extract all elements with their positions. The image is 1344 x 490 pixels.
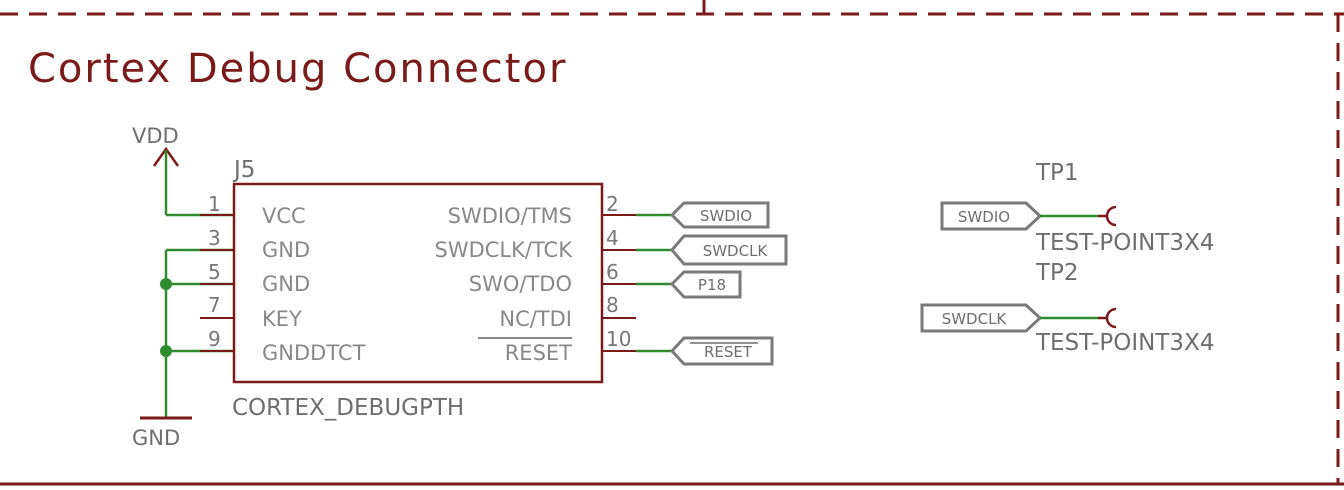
vdd-label: VDD <box>132 124 179 148</box>
pin-name: KEY <box>262 307 302 331</box>
test-point-tp2: TP2 SWDCLK TEST-POINT3X4 <box>920 260 1214 356</box>
pin-number: 8 <box>606 293 619 317</box>
pin-name: SWDCLK/TCK <box>434 238 573 262</box>
junction-dot <box>160 345 172 357</box>
part-ref: J5 <box>232 157 255 183</box>
pin-number: 10 <box>606 327 631 351</box>
signal-nets <box>636 213 672 353</box>
svg-text:RESET: RESET <box>704 343 753 361</box>
pin-name: VCC <box>262 204 306 228</box>
tp-net-label: SWDCLK <box>942 310 1008 328</box>
svg-text:SWDCLK: SWDCLK <box>703 242 769 260</box>
pin-name: GND <box>262 238 310 262</box>
sheet-title: Cortex Debug Connector <box>28 46 567 92</box>
pin-number: 9 <box>208 327 221 351</box>
pin-name: GNDDTCT <box>262 341 366 365</box>
tp-net-label: SWDIO <box>958 208 1010 226</box>
tp-value: TEST-POINT3X4 <box>1035 230 1214 256</box>
tp-ref: TP1 <box>1035 160 1079 186</box>
pin-name: RESET <box>505 341 572 365</box>
tp-ref: TP2 <box>1035 260 1079 286</box>
gnd-label: GND <box>132 426 180 450</box>
svg-text:P18: P18 <box>698 276 726 294</box>
pin-number: 7 <box>208 293 221 317</box>
pin-name: NC/TDI <box>499 307 572 331</box>
pin-number: 4 <box>606 226 619 250</box>
pin-number: 5 <box>208 260 221 284</box>
junction-dot <box>160 278 172 290</box>
svg-text:SWDIO: SWDIO <box>700 207 752 225</box>
pin-name: SWO/TDO <box>469 272 572 296</box>
pin-number: 3 <box>208 226 221 250</box>
net-label-swdio: SWDIO <box>669 201 770 229</box>
pin-name: GND <box>262 272 310 296</box>
vdd-symbol: VDD <box>132 124 180 215</box>
pin-number: 6 <box>606 260 619 284</box>
test-point-tp1: TP1 SWDIO TEST-POINT3X4 <box>940 160 1214 256</box>
net-label-reset: RESET <box>669 336 774 366</box>
net-label-swdclk: SWDCLK <box>670 234 788 266</box>
pin-name: SWDIO/TMS <box>448 204 572 228</box>
pin-number: 1 <box>208 192 221 216</box>
pin-number: 2 <box>606 192 619 216</box>
part-value: CORTEX_DEBUGPTH <box>232 395 464 421</box>
connector-j5: J5 CORTEX_DEBUGPTH 1 3 5 7 9 VCC GND GND… <box>200 157 636 421</box>
net-label-p18: P18 <box>669 270 742 299</box>
tp-value: TEST-POINT3X4 <box>1035 330 1214 356</box>
